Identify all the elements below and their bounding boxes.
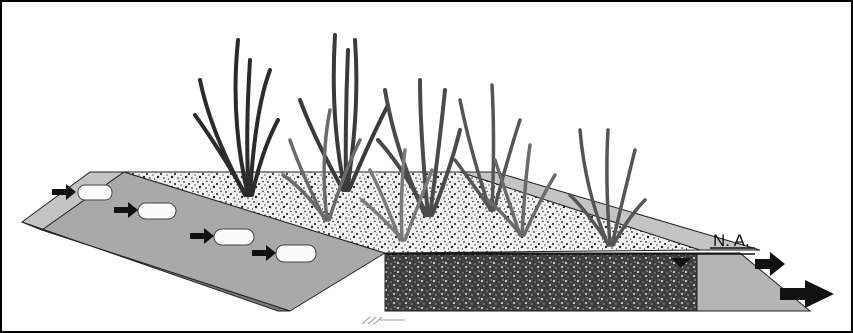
water-level-label: N. A. [713, 231, 750, 250]
gravel-bed-section [385, 253, 697, 311]
